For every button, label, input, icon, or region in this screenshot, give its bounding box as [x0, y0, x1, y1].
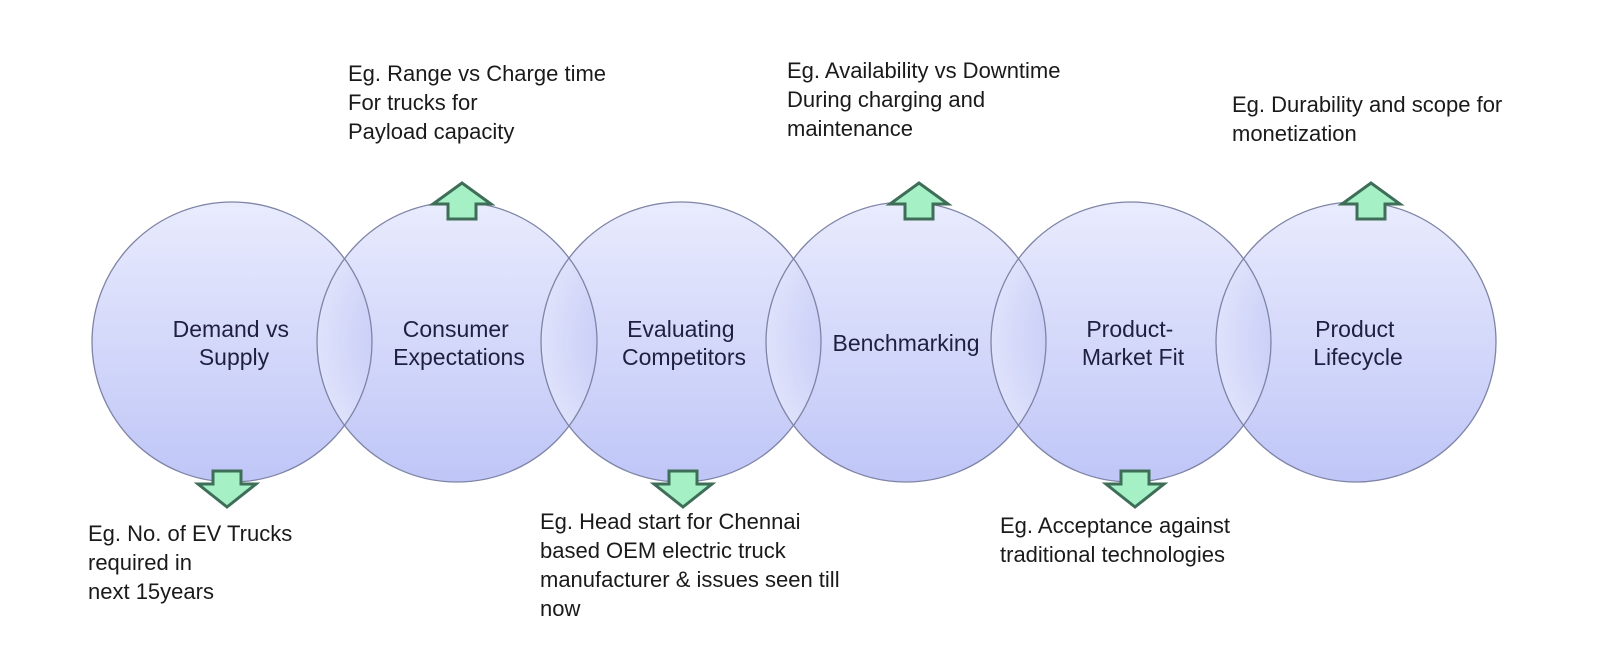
note-line: During charging and: [787, 87, 986, 112]
circle-evaluating-competitors: [541, 202, 821, 482]
note-competitors: Eg. Head start for Chennai based OEM ele…: [540, 507, 840, 623]
note-line: Eg. Range vs Charge time: [348, 61, 607, 86]
circle-product-lifecycle: [1216, 202, 1496, 482]
note-line: Eg. Availability vs Downtime: [787, 58, 1061, 83]
circle-demand-vs-supply: [92, 202, 372, 482]
label-demand-vs-supply: Demand vs Supply: [173, 316, 296, 370]
note-line: Eg. Durability and scope for: [1232, 92, 1503, 117]
circle-consumer-expectations: [317, 202, 597, 482]
note-line: Eg. Head start for Chennai: [540, 509, 801, 534]
note-line: Payload capacity: [348, 119, 515, 144]
note-line: now: [540, 596, 581, 621]
note-demand: Eg. No. of EV Trucks required in next 15…: [88, 519, 292, 606]
arrow-up-icon: [428, 181, 496, 221]
note-line: traditional technologies: [1000, 542, 1226, 567]
arrow-down-icon: [1101, 469, 1169, 509]
note-line: For trucks for: [348, 90, 478, 115]
circle-benchmarking: [766, 202, 1046, 482]
arrow-down-icon: [193, 469, 261, 509]
label-product-market-fit: Product- Market Fit: [1082, 316, 1185, 370]
note-benchmarking: Eg. Availability vs Downtime During char…: [787, 56, 1061, 143]
note-line: required in: [88, 550, 192, 575]
label-product-lifecycle: Product Lifecycle: [1313, 316, 1402, 370]
label-benchmarking: Benchmarking: [832, 330, 979, 356]
arrow-down-icon: [649, 469, 717, 509]
note-line: Eg. No. of EV Trucks: [88, 521, 293, 546]
circle-product-market-fit: [991, 202, 1271, 482]
note-lifecycle: Eg. Durability and scope for monetizatio…: [1232, 90, 1502, 148]
arrow-up-icon: [885, 181, 953, 221]
label-consumer-expectations: Consumer Expectations: [393, 316, 525, 370]
note-line: based OEM electric truck: [540, 538, 786, 563]
note-fit: Eg. Acceptance against traditional techn…: [1000, 511, 1230, 569]
note-line: Eg. Acceptance against: [1000, 513, 1230, 538]
label-evaluating-competitors: Evaluating Competitors: [622, 316, 746, 370]
note-line: next 15years: [88, 579, 214, 604]
note-line: monetization: [1232, 121, 1357, 146]
note-line: manufacturer & issues seen till: [540, 567, 840, 592]
arrow-up-icon: [1337, 181, 1405, 221]
note-consumer: Eg. Range vs Charge time For trucks for …: [348, 59, 606, 146]
note-line: maintenance: [787, 116, 913, 141]
